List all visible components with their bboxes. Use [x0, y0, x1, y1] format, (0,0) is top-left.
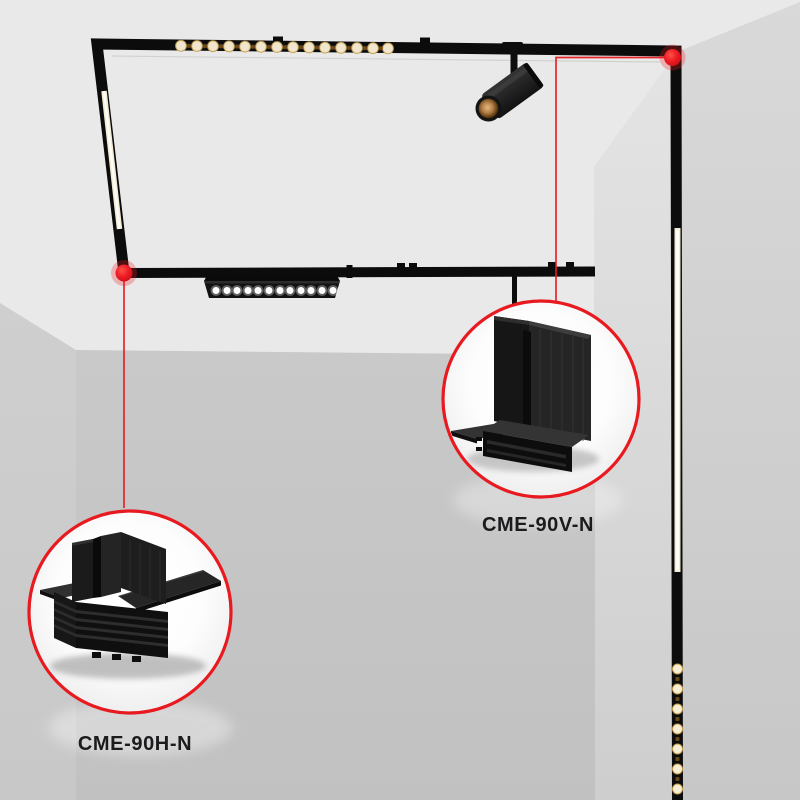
callout-line-v [555, 56, 665, 302]
callout-label-cme-90v-n: CME-90V-N [481, 514, 595, 536]
callout-circle-cme-90v-n [441, 299, 641, 499]
spotlight-lens [478, 98, 499, 119]
track-spotlight [475, 42, 544, 122]
callout-label-cme-90h-n: CME-90H-N [77, 733, 193, 755]
corner-marker-bottom-left [111, 260, 137, 286]
wall-track-led-dots [672, 663, 683, 795]
glow-under-h-callout [48, 700, 232, 756]
ceiling-track-led-specks [187, 43, 383, 51]
corner-marker-top-right [659, 44, 686, 71]
product-cme-90h-n [40, 532, 221, 679]
callout-lines [123, 56, 665, 508]
wall-track-led-specks [675, 677, 680, 781]
product-cme-90v-n [451, 316, 599, 472]
callout-circle-cme-90h-n [27, 509, 233, 715]
ceiling-track-led-dots [175, 39, 394, 55]
left-track-led-strip [101, 90, 123, 230]
track-mounting-clips [273, 36, 574, 269]
grille-led-dots [210, 285, 339, 296]
wall-right-plane [677, 2, 800, 800]
track-shadow [111, 55, 661, 63]
track-feed-stem [512, 276, 517, 310]
bottom-ceiling-track [118, 266, 596, 278]
